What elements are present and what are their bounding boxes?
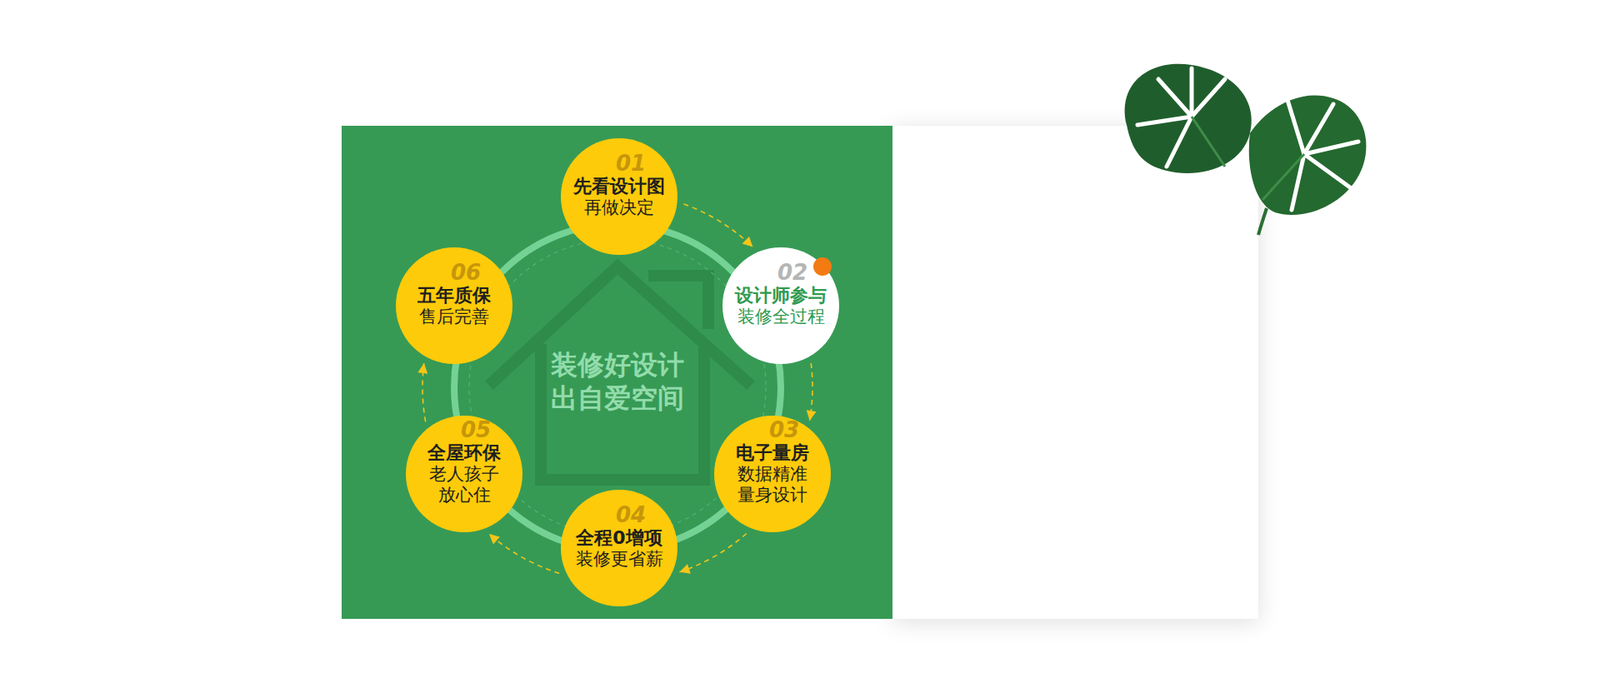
arrow-head bbox=[489, 534, 500, 545]
flow-arc bbox=[489, 534, 560, 574]
step-heading: 全屋环保 bbox=[427, 442, 501, 465]
arrow-head bbox=[679, 564, 690, 574]
step-text-group: 五年质保售后完善 bbox=[417, 285, 491, 328]
step-number: 01 bbox=[615, 152, 646, 175]
arrow-head bbox=[417, 363, 428, 375]
step-detail: 售后完善 bbox=[419, 306, 490, 328]
arrow-head bbox=[806, 410, 817, 421]
flow-arc bbox=[679, 533, 746, 572]
step-number: 02 bbox=[777, 261, 808, 284]
step-detail: 装修更省薪 bbox=[575, 549, 664, 570]
step-number: 03 bbox=[769, 419, 800, 441]
step-number: 05 bbox=[460, 419, 491, 441]
step-number: 04 bbox=[615, 504, 646, 526]
step-heading: 电子量房 bbox=[735, 442, 810, 465]
step-heading: 先看设计图 bbox=[573, 175, 665, 198]
arrow-head bbox=[742, 236, 754, 248]
step-text-group: 全屋环保老人孩子 放心住 bbox=[424, 442, 505, 506]
step-text-group: 设计师参与装修全过程 bbox=[735, 285, 827, 328]
flow-arc bbox=[683, 204, 753, 248]
step-text-group: 先看设计图再做决定 bbox=[573, 175, 665, 219]
step-heading: 设计师参与 bbox=[735, 285, 827, 307]
step-text-group: 电子量房数据精准 量身设计 bbox=[732, 442, 814, 506]
step-heading: 全程0增项 bbox=[575, 527, 662, 550]
step-heading: 五年质保 bbox=[417, 285, 491, 307]
step-detail: 装修全过程 bbox=[737, 306, 825, 328]
step-detail: 数据精准 量身设计 bbox=[732, 464, 814, 506]
step-number: 06 bbox=[450, 261, 481, 284]
white-card bbox=[892, 125, 1259, 620]
center-slogan: 装修好设计 出自爱空间 bbox=[542, 348, 693, 415]
step-detail: 老人孩子 放心住 bbox=[424, 464, 505, 506]
step-detail: 再做决定 bbox=[584, 197, 655, 219]
step-text-group: 全程0增项装修更省薪 bbox=[575, 527, 664, 570]
